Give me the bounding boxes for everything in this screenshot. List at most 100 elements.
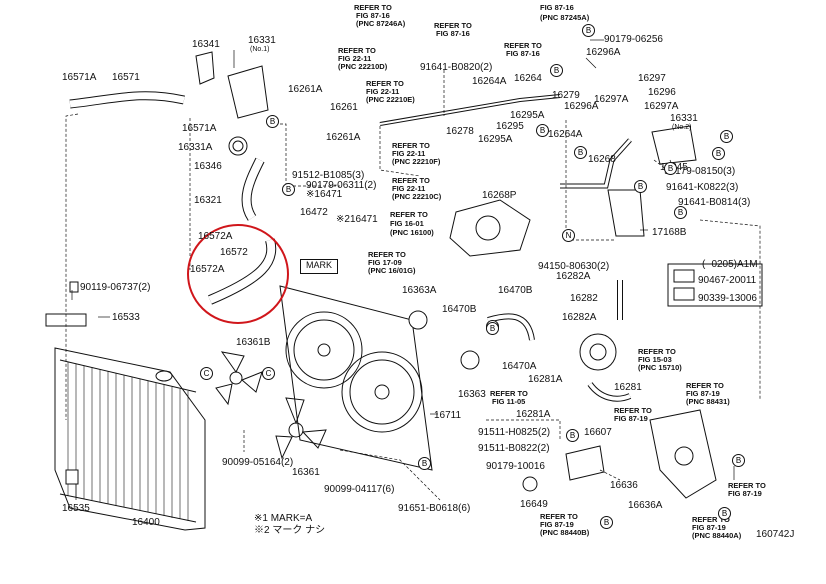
- part-label-p16572: 16572: [220, 247, 248, 258]
- part-label-p16296: 16296: [648, 87, 676, 98]
- callout-b-b1: B: [266, 115, 279, 128]
- refer-label-r_ref_top1: REFER TO: [354, 3, 392, 12]
- note-note2: ※2 マーク ナシ: [254, 525, 326, 536]
- pulley-16649: [522, 476, 538, 492]
- part-label-p91511b: 91511-B0822(2): [478, 443, 550, 454]
- part-label-p16472: 16472: [300, 207, 328, 218]
- refer-label-r_ref_f: REFER TO: [392, 176, 430, 185]
- part-label-p16361: 16361: [292, 467, 320, 478]
- part-label-p90099b: 90099-04117(6): [324, 484, 395, 495]
- refer-label-r_fig1105: FIG 11-05: [492, 397, 526, 406]
- callout-b-b9: B: [712, 147, 725, 160]
- part-label-p16281: 16281: [614, 382, 642, 393]
- callout-b-b5: B: [720, 130, 733, 143]
- part-label-p16331a: 16331: [248, 35, 276, 46]
- part-label-p90467: 90467-20011: [698, 275, 757, 286]
- refer-label-r_ref_a: REFER TO: [434, 21, 472, 30]
- part-label-p16268: 16268: [588, 154, 616, 165]
- fan-shroud-16711: [279, 285, 433, 471]
- refer-label-r_pnc22210f_a: (PNC 22210D): [338, 62, 388, 71]
- part-label-p16607: 16607: [584, 427, 612, 438]
- bracket-16341: [195, 51, 215, 85]
- part-label-p16297a2: 16297A: [644, 101, 679, 112]
- callout-b-b8: B: [574, 146, 587, 159]
- part-label-p16297a: 16297A: [594, 94, 629, 105]
- part-label-p94150: 94150-80630(2): [538, 261, 610, 272]
- solid-leaders: [71, 39, 735, 500]
- refer-label-r_pnc88431: (PNC 88431): [686, 397, 730, 406]
- part-label-p16331a_n: (No.1): [250, 46, 270, 53]
- mark-tag: [300, 259, 338, 274]
- part-label-p16278: 16278: [446, 126, 474, 137]
- drain-16535: [65, 469, 79, 485]
- part-label-p16261: 16261: [330, 102, 358, 113]
- part-label-p16363: 16363: [458, 389, 486, 400]
- refer-label-r_fig8719d: FIG 87-19: [540, 520, 574, 529]
- throttle-body-16268p: [449, 199, 531, 257]
- part-label-p16295a: 16295A: [510, 110, 545, 121]
- callout-b-b13: B: [732, 454, 745, 467]
- part-label-p16470b1: 16470B: [442, 304, 477, 315]
- refer-label-r_fig2211b: FIG 22-11: [366, 87, 400, 96]
- clip-90339: [673, 287, 695, 301]
- part-label-p16264: 16264: [514, 73, 542, 84]
- part-label-p16282a2: 16282A: [562, 312, 597, 323]
- radiator-16400: [54, 347, 206, 531]
- refer-label-r_pnc87246: (PNC 87246A): [356, 19, 406, 28]
- part-label-p0205: ( -0205)A1M: [702, 259, 758, 270]
- callout-b-b3: B: [634, 180, 647, 193]
- part-label-p16295a2: 16295A: [478, 134, 513, 145]
- part-label-p16279: 16279: [552, 90, 580, 101]
- callout-b-b17: B: [664, 162, 677, 175]
- refer-label-r_ref_c: REFER TO: [338, 46, 376, 55]
- callout-b-b4: B: [674, 206, 687, 219]
- fan-16361b: [215, 351, 263, 406]
- refer-label-r_pnc22210c: (PNC 22210C): [392, 192, 442, 201]
- bolt-90119: [69, 281, 79, 293]
- part-label-p16341: 16341: [192, 39, 220, 50]
- part-label-p16571a2: 16571A: [182, 123, 217, 134]
- part-label-p16268p: 16268P: [482, 190, 517, 201]
- refer-label-r_fig2211a: FIG 22-11: [338, 54, 372, 63]
- refer-label-r_fig8719e: FIG 87-19: [692, 523, 726, 532]
- refer-label-r_pnc1601g: (PNC 16/01G): [368, 266, 416, 275]
- refer-label-r_fig8719b: FIG 87-19: [614, 414, 648, 423]
- part-label-p90179a: 90179-06311(2): [306, 180, 377, 191]
- bracket-16607: [565, 445, 605, 481]
- radiator-fins: [67, 362, 189, 521]
- refer-label-r_pnc88440a: (PNC 88440A): [692, 531, 742, 540]
- pump-16282a: [579, 333, 617, 371]
- refer-label-r_ref_m: REFER TO: [728, 481, 766, 490]
- part-label-p16331b_n: (No.2): [672, 124, 692, 131]
- callout-b-b14: B: [566, 429, 579, 442]
- bracket-17168b: [607, 189, 645, 237]
- fan-16361: [275, 397, 327, 460]
- refer-label-r_pnc22210e: (PNC 22210E): [366, 95, 415, 104]
- callout-b-b2: B: [282, 183, 295, 196]
- part-label-p16261a2: 16261A: [326, 132, 361, 143]
- part-label-p91511a: 91511-H0825(2): [478, 427, 551, 438]
- water-outlet-16331-no1: [227, 65, 269, 119]
- refer-label-r_ref_e: REFER TO: [392, 141, 430, 150]
- part-label-p16297: 16297: [638, 73, 666, 84]
- part-label-p17168b: 17168B: [652, 227, 687, 238]
- part-label-p16571: 16571: [112, 72, 140, 83]
- refer-label-r_pnc15710: (PNC 15710): [638, 363, 682, 372]
- thermostat-16346: [228, 136, 248, 156]
- part-label-p16331b: 16331: [670, 113, 698, 124]
- part-label-p16572a2: 16572A: [190, 264, 225, 275]
- callout-b-b15: B: [600, 516, 613, 529]
- part-label-p91641b: 91641-K0822(3): [666, 182, 739, 193]
- part-label-p16363a: 16363A: [402, 285, 437, 296]
- part-label-p16346: 16346: [194, 161, 222, 172]
- callout-b-b6: B: [582, 24, 595, 37]
- callout-b-b11: B: [486, 322, 499, 335]
- part-label-p16264a: 16264A: [472, 76, 507, 87]
- clip-90467: [673, 269, 695, 283]
- part-label-p16264a2: 16264A: [548, 129, 583, 140]
- part-label-p16295: 16295: [496, 121, 524, 132]
- part-label-p90099a: 90099-05164(2): [222, 457, 294, 468]
- refer-label-r_fig8716c: FIG 87-16: [436, 29, 470, 38]
